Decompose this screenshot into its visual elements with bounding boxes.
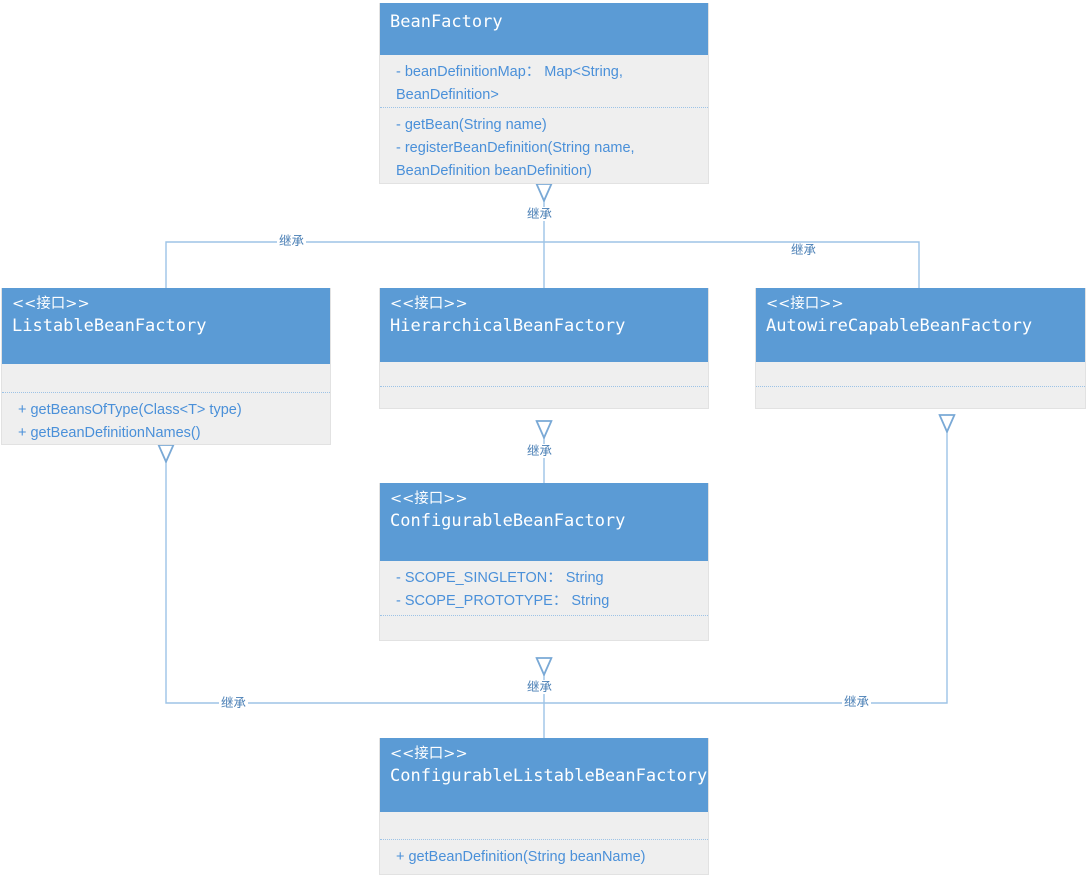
class-header-configurable-bean-factory: <<接口>> ConfigurableBeanFactory: [380, 483, 708, 561]
method-row: - registerBeanDefinition(String name, Be…: [396, 140, 635, 179]
class-methods-configurable-listable-bean-factory: + getBeanDefinition(String beanName): [380, 839, 708, 875]
edge-label-configurable-to-hierarchical: 继承: [525, 443, 555, 458]
class-title-hierarchical-bean-factory: HierarchicalBeanFactory: [390, 316, 626, 336]
attribute-row: - SCOPE_SINGLETON： String: [396, 570, 604, 586]
edge-label-configurablelistable-to-configurable: 继承: [525, 679, 555, 694]
class-box-configurable-bean-factory[interactable]: <<接口>> ConfigurableBeanFactory - SCOPE_S…: [379, 483, 709, 641]
class-methods-configurable-bean-factory: [380, 615, 708, 641]
edge-label-hierarchical-to-beanfactory: 继承: [525, 206, 555, 221]
class-title-listable-bean-factory: ListableBeanFactory: [12, 316, 207, 336]
class-header-listable-bean-factory: <<接口>> ListableBeanFactory: [2, 288, 330, 364]
class-stereotype-hierarchical-bean-factory: <<接口>>: [390, 296, 468, 312]
class-header-hierarchical-bean-factory: <<接口>> HierarchicalBeanFactory: [380, 288, 708, 362]
attribute-row: - beanDefinitionMap： Map<String, BeanDef…: [396, 64, 623, 103]
method-row: + getBeanDefinitionNames(): [18, 425, 201, 441]
edge-autowirecapable-to-beanfactory: [544, 241, 920, 288]
class-header-autowire-capable-bean-factory: <<接口>> AutowireCapableBeanFactory: [756, 288, 1085, 362]
class-attributes-bean-factory: - beanDefinitionMap： Map<String, BeanDef…: [380, 55, 708, 107]
edge-label-listable-to-beanfactory: 继承: [277, 233, 307, 248]
class-attributes-configurable-bean-factory: - SCOPE_SINGLETON： String - SCOPE_PROTOT…: [380, 561, 708, 615]
class-attributes-listable-bean-factory: [2, 364, 330, 392]
class-attributes-hierarchical-bean-factory: [380, 362, 708, 386]
class-stereotype-autowire-capable-bean-factory: <<接口>>: [766, 296, 844, 312]
class-methods-autowire-capable-bean-factory: [756, 386, 1085, 409]
class-box-listable-bean-factory[interactable]: <<接口>> ListableBeanFactory + getBeansOfT…: [1, 288, 331, 445]
class-stereotype-listable-bean-factory: <<接口>>: [12, 296, 90, 312]
class-title-configurable-listable-bean-factory: ConfigurableListableBeanFactory: [390, 766, 708, 786]
class-attributes-configurable-listable-bean-factory: [380, 812, 708, 839]
class-title-configurable-bean-factory: ConfigurableBeanFactory: [390, 511, 626, 531]
method-row: + getBeansOfType(Class<T> type): [18, 402, 242, 418]
method-row: - getBean(String name): [396, 117, 547, 133]
class-title-bean-factory: BeanFactory: [390, 12, 503, 32]
class-stereotype-configurable-bean-factory: <<接口>>: [390, 491, 468, 507]
attribute-row: - SCOPE_PROTOTYPE： String: [396, 593, 610, 609]
edge-label-configurablelistable-to-listable: 继承: [219, 695, 249, 710]
class-box-hierarchical-bean-factory[interactable]: <<接口>> HierarchicalBeanFactory: [379, 288, 709, 409]
class-stereotype-configurable-listable-bean-factory: <<接口>>: [390, 746, 468, 762]
method-row: + getBeanDefinition(String beanName): [396, 849, 646, 865]
class-methods-bean-factory: - getBean(String name) - registerBeanDef…: [380, 107, 708, 189]
class-title-autowire-capable-bean-factory: AutowireCapableBeanFactory: [766, 316, 1033, 336]
class-methods-listable-bean-factory: + getBeansOfType(Class<T> type) + getBea…: [2, 392, 330, 451]
class-methods-hierarchical-bean-factory: [380, 386, 708, 409]
class-attributes-autowire-capable-bean-factory: [756, 362, 1085, 386]
edge-label-configurablelistable-to-autowirecapable: 继承: [842, 694, 872, 709]
class-header-configurable-listable-bean-factory: <<接口>> ConfigurableListableBeanFactory: [380, 738, 708, 812]
class-header-bean-factory: BeanFactory: [380, 3, 708, 55]
class-box-configurable-listable-bean-factory[interactable]: <<接口>> ConfigurableListableBeanFactory +…: [379, 738, 709, 875]
class-box-autowire-capable-bean-factory[interactable]: <<接口>> AutowireCapableBeanFactory: [755, 288, 1086, 409]
class-box-bean-factory[interactable]: BeanFactory - beanDefinitionMap： Map<Str…: [379, 3, 709, 184]
edge-listable-to-beanfactory: [165, 241, 544, 288]
edge-label-autowirecapable-to-beanfactory: 继承: [789, 242, 819, 257]
